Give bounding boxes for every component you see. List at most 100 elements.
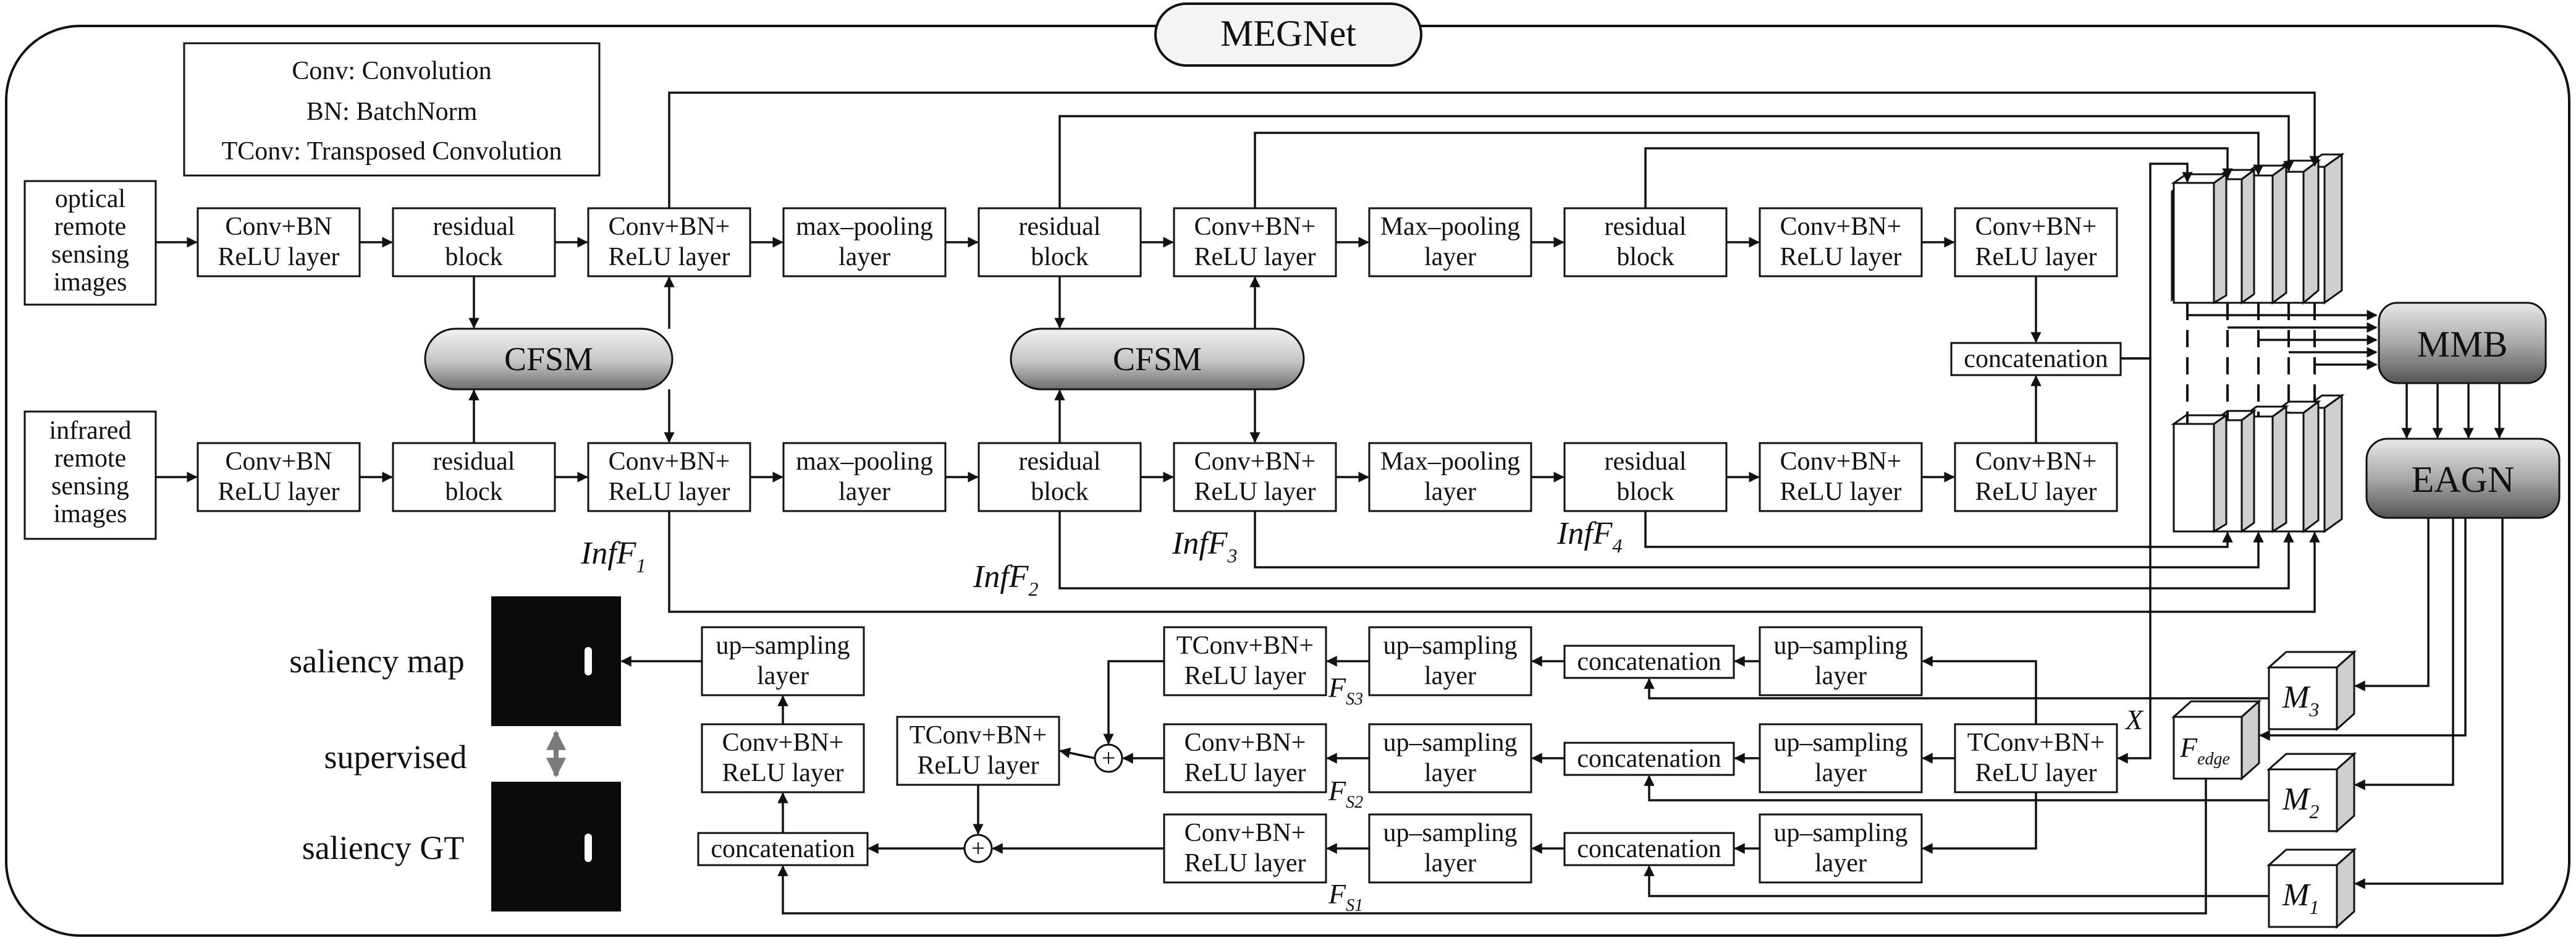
dec-up-r2a-l1: up–sampling — [1774, 729, 1908, 757]
optical-input-line2: remote — [54, 213, 127, 241]
opt-block1-l2: ReLU layer — [217, 243, 339, 271]
eagn-to-m-arrows — [2259, 518, 2504, 889]
inf-block9-l1: Conv+BN+ — [1780, 447, 1902, 476]
dec-conv-r3-l2: ReLU layer — [1184, 849, 1306, 877]
m2-label: M2 — [2282, 782, 2319, 822]
eagn-module — [2365, 438, 2561, 519]
opt-block4-l2: layer — [838, 243, 890, 271]
dec-final-concat-label: concatenation — [711, 835, 855, 863]
stack-dashed-links — [2186, 303, 2316, 424]
opt-block8-l1: residual — [1605, 213, 1687, 241]
inf-conv-bn-relu-5 — [1954, 442, 2118, 512]
opt-block8-l2: block — [1616, 243, 1674, 271]
opt-block10-l2: ReLU layer — [1975, 243, 2097, 271]
optical-input-line4: images — [54, 268, 127, 297]
encoder-concatenation — [1950, 342, 2122, 376]
infrared-input-line3: sensing — [51, 472, 129, 501]
dec-tconv-r1 — [1163, 626, 1327, 696]
legend-line-tconv: TConv: Transposed Convolution — [222, 137, 562, 166]
inf-block1-l1: Conv+BN — [225, 447, 332, 476]
fs1-label: FS1 — [1328, 878, 1363, 915]
inf-residual-block-2 — [978, 442, 1142, 512]
inf-block2-l1: residual — [433, 447, 515, 476]
inf-block2-l2: block — [445, 478, 502, 506]
dec-tconv-r2r-l2: ReLU layer — [1975, 759, 2097, 787]
fs3-label: FS3 — [1328, 672, 1363, 709]
opt-block3-l1: Conv+BN+ — [609, 213, 730, 241]
inf-block6-l2: ReLU layer — [1194, 478, 1315, 506]
dec-conv-r3-l1: Conv+BN+ — [1185, 819, 1306, 847]
dec-up-r2b-l1: up–sampling — [1383, 729, 1518, 757]
inf-block8-l1: residual — [1605, 447, 1687, 476]
opt-block3-l2: ReLU layer — [608, 243, 730, 271]
optical-feature-stack — [2171, 153, 2345, 305]
optical-input-line1: optical — [55, 185, 125, 213]
inf-block10-l2: ReLU layer — [1975, 478, 2097, 506]
f-edge-cube: Fedge — [2171, 699, 2261, 781]
inf-f2-label: InfF2 — [973, 559, 1039, 600]
inf-block9-l2: ReLU layer — [1780, 478, 1901, 506]
inf-residual-block-3 — [1563, 442, 1728, 512]
opt-block10-l1: Conv+BN+ — [1975, 213, 2097, 241]
mmb-label: MMB — [2417, 324, 2508, 365]
dec-up-r2b-l2: layer — [1424, 759, 1476, 787]
m1-cube: M1 — [2266, 847, 2357, 929]
opt-block7-l1: Max–pooling — [1380, 213, 1520, 241]
cfsm-label-2: CFSM — [1113, 340, 1202, 378]
fs2-label: FS2 — [1328, 775, 1363, 812]
inf-block6-l1: Conv+BN+ — [1194, 447, 1316, 476]
dec-up-r1a-l2: layer — [1815, 662, 1867, 690]
inf-max-pooling-2 — [1368, 442, 1532, 512]
m1-label: M1 — [2282, 877, 2319, 918]
inf-block1-l2: ReLU layer — [217, 478, 339, 506]
dec-up-r3a-l1: up–sampling — [1774, 819, 1908, 847]
dec-final-conv-l1: Conv+BN+ — [722, 729, 844, 757]
decoder-row-3: up–sampling layer concatenation up–sampl… — [1163, 813, 1923, 884]
opt-block6-l2: ReLU layer — [1194, 243, 1315, 271]
inf-block3-l1: Conv+BN+ — [609, 447, 730, 476]
decoder-row-2: TConv+BN+ ReLU layer up–sampling layer c… — [896, 716, 2118, 793]
m2-cube: M2 — [2266, 751, 2357, 834]
optical-input-box — [23, 180, 157, 306]
inf-block4-l2: layer — [838, 478, 890, 506]
cfsm-module-2 — [1010, 328, 1305, 391]
inf-conv-bn-relu-1 — [196, 442, 361, 512]
opt-block5-l2: block — [1031, 243, 1088, 271]
opt-block9-l1: Conv+BN+ — [1780, 213, 1902, 241]
decoder-left-column: up–sampling layer Conv+BN+ ReLU layer co… — [697, 626, 869, 866]
mmb-input-arrows — [2187, 310, 2378, 370]
dec-up-r2a-l2: layer — [1815, 759, 1867, 787]
infrared-input-box — [23, 410, 157, 540]
dec-concat-r1 — [1563, 645, 1735, 679]
infrared-input-line1: infrared — [49, 417, 132, 445]
inf-f4-label: InfF4 — [1556, 516, 1623, 557]
dec-upsampling-r3-a — [1759, 813, 1923, 884]
megnet-title-pill — [1154, 2, 1422, 67]
dec-tconv-r2l-l1: TConv+BN+ — [910, 721, 1047, 750]
inf-block5-l2: block — [1031, 478, 1088, 506]
dec-up-r1b-l2: layer — [1424, 662, 1476, 690]
opt-max-pooling-2 — [1368, 207, 1532, 277]
decoder-row-1: up–sampling layer concatenation up–sampl… — [1163, 626, 1923, 696]
dec-conv-r2-l2: ReLU layer — [1184, 759, 1306, 787]
inf-block10-l1: Conv+BN+ — [1975, 447, 2097, 476]
eagn-label: EAGN — [2412, 459, 2515, 500]
inf-conv-bn-relu-2 — [587, 442, 751, 512]
dec-up-r3b-l1: up–sampling — [1383, 819, 1518, 847]
opt-block4-l1: max–pooling — [796, 213, 933, 241]
infrared-row: Conv+BN ReLU layer residual block Conv+B… — [196, 442, 2118, 512]
dec-up-r3b-l2: layer — [1424, 849, 1476, 877]
inf-conv-bn-relu-3 — [1173, 442, 1337, 512]
opt-residual-block-1 — [392, 207, 556, 277]
dec-tconv-r2l-l2: ReLU layer — [917, 751, 1039, 780]
opt-conv-bn-relu-5 — [1954, 207, 2118, 277]
dec-conv-r2 — [1163, 723, 1327, 793]
opt-block2-l1: residual — [433, 213, 515, 241]
supervised-label: supervised — [324, 738, 467, 776]
saliency-gt-image — [491, 782, 621, 911]
infrared-skip-connections — [668, 511, 2320, 613]
cfsm-module-1 — [424, 328, 674, 391]
cfsm-label-1: CFSM — [504, 340, 593, 378]
dec-up-r1a-l1: up–sampling — [1774, 632, 1908, 660]
dec-conv-r2-l1: Conv+BN+ — [1185, 729, 1306, 757]
